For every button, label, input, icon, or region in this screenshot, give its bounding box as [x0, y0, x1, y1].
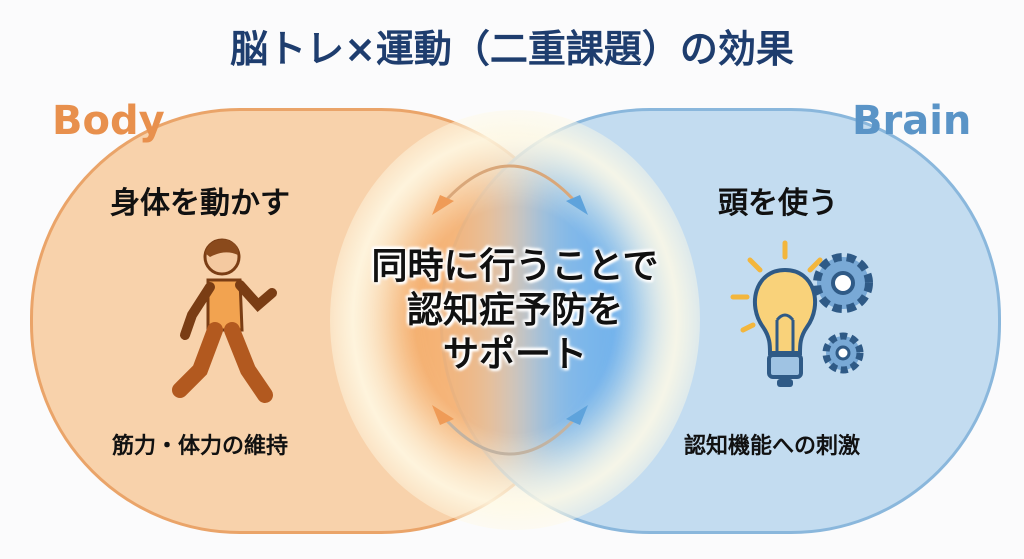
page-title: 脳トレ×運動（二重課題）の効果 — [230, 27, 794, 71]
body-heading: 身体を動かす — [110, 186, 290, 221]
center-line-2: 認知症予防を — [406, 290, 623, 331]
arrow-top — [438, 164, 582, 208]
cycle-arrows — [432, 164, 588, 456]
brain-caption: 認知機能への刺激 — [684, 434, 861, 459]
arrow-bottom — [438, 412, 582, 456]
arrow-head-bottom-left — [432, 405, 454, 425]
walking-person-icon — [172, 238, 277, 403]
body-caption: 筋力・体力の維持 — [112, 434, 289, 459]
center-message: 同時に行うことで 認知症予防を サポート — [330, 245, 700, 377]
center-line-1: 同時に行うことで — [371, 246, 659, 287]
center-line-3: サポート — [442, 334, 587, 375]
brain-label: Brain — [852, 98, 972, 144]
brain-heading: 頭を使う — [718, 186, 838, 221]
body-label: Body — [52, 98, 165, 144]
arrow-head-top-right — [566, 195, 588, 215]
arrow-head-bottom-right — [566, 405, 588, 425]
arrow-head-top-left — [432, 195, 454, 215]
lightbulb-gears-icon — [730, 240, 873, 387]
overlap-glow — [330, 110, 700, 530]
